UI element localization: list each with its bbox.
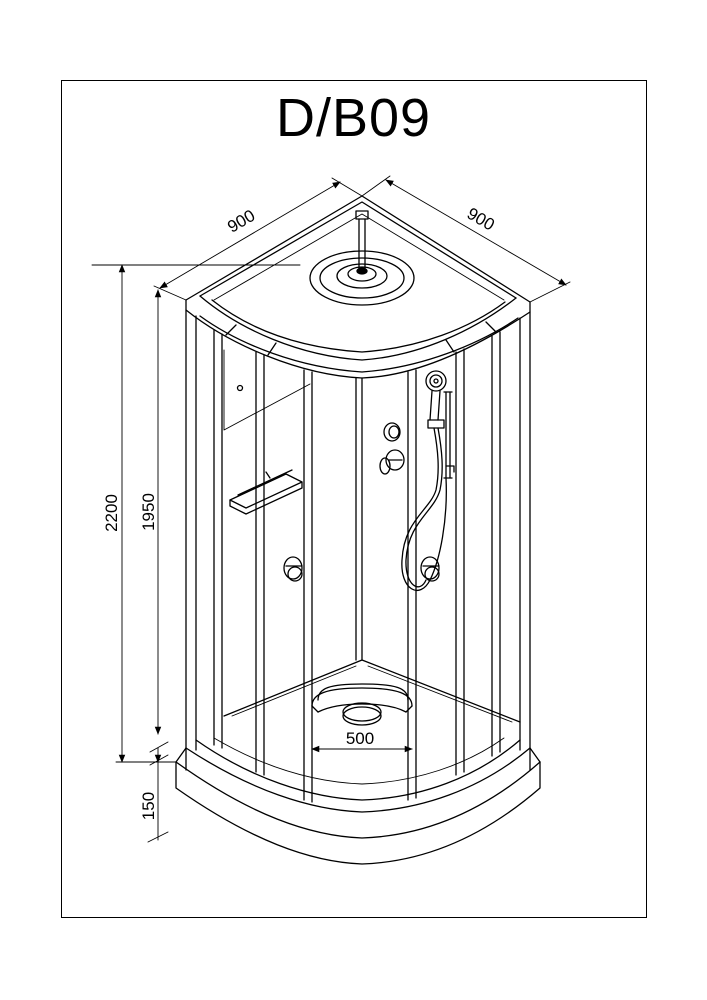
cabin-frame xyxy=(185,309,531,771)
door-handle-right-icon xyxy=(420,556,440,582)
drawing-frame xyxy=(61,80,647,918)
back-wall-corner xyxy=(223,349,521,723)
drain-icon xyxy=(342,702,382,726)
corner-shelf xyxy=(229,469,303,515)
dim-width-left: 900 xyxy=(224,206,258,237)
mixer-knobs-icon xyxy=(379,422,405,475)
tray-seat xyxy=(311,683,413,713)
dim-seat-width: 500 xyxy=(346,729,374,748)
hand-shower-icon xyxy=(401,370,455,592)
dim-total-height: 2200 xyxy=(102,494,121,532)
dim-width-right: 900 xyxy=(464,204,498,235)
model-title: D/B09 xyxy=(275,88,432,148)
dim-cabin-height: 1950 xyxy=(139,493,158,531)
shower-tray xyxy=(175,737,541,865)
dimension-lines xyxy=(91,175,571,843)
dim-tray-height: 150 xyxy=(139,792,158,820)
sliding-doors xyxy=(213,329,501,803)
door-handle-left-icon xyxy=(283,556,303,582)
